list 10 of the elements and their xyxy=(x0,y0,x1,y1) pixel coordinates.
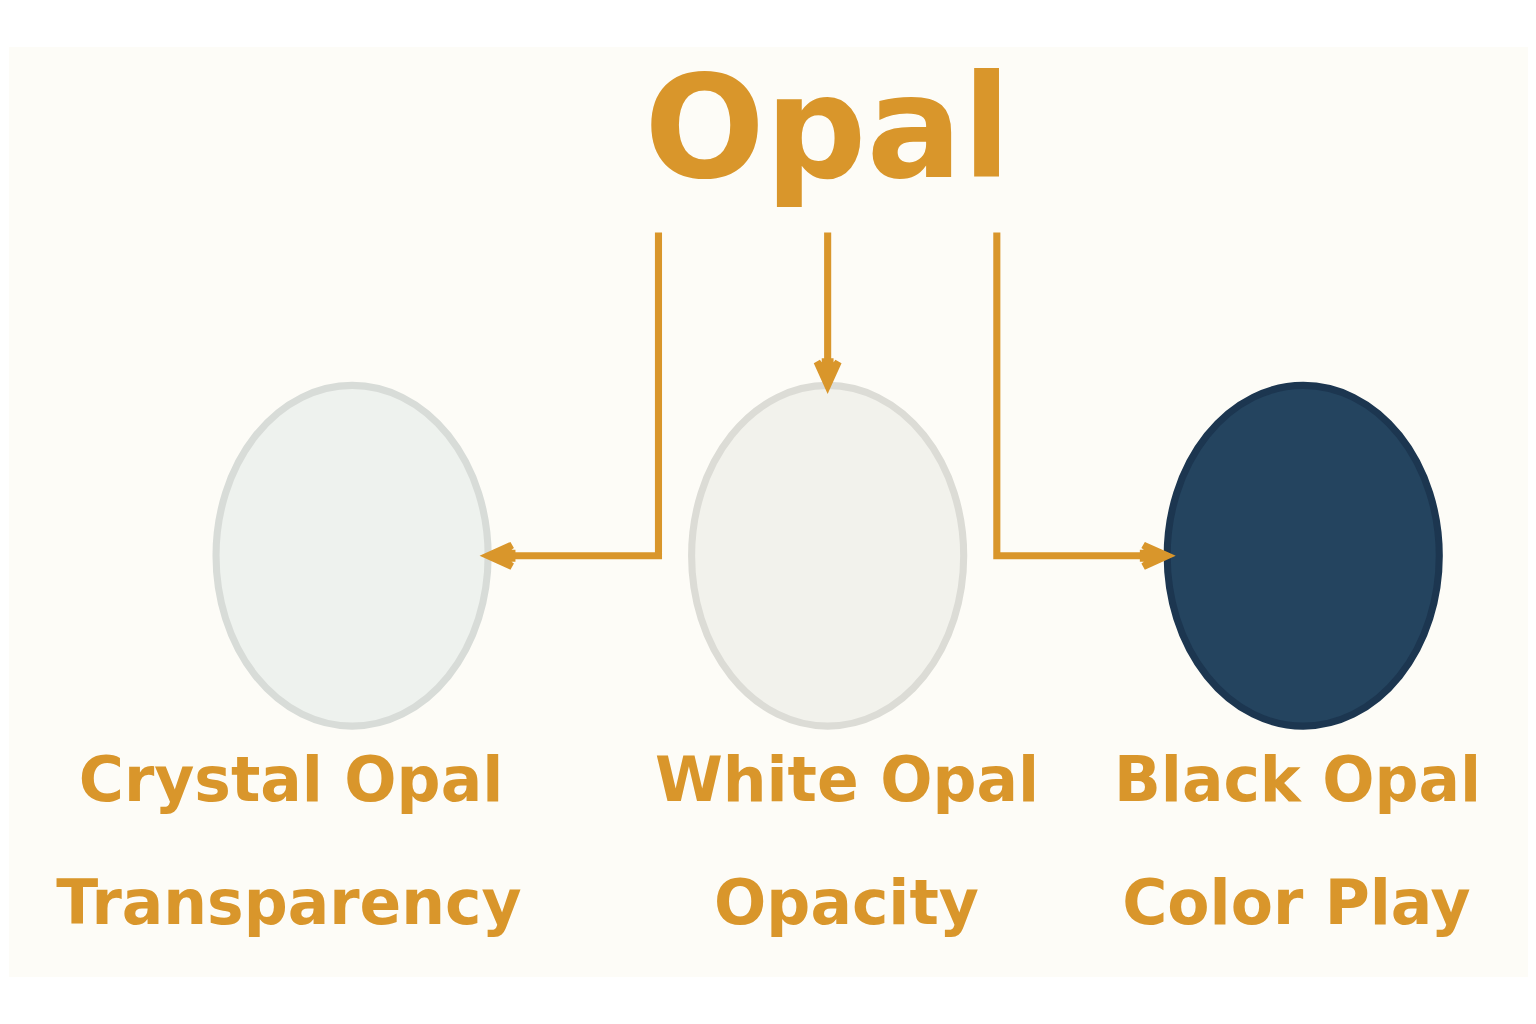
node-label: Transparency xyxy=(55,867,522,940)
node-ellipse xyxy=(1163,381,1443,730)
node-label: Opacity xyxy=(713,867,979,940)
node-ellipse xyxy=(212,381,492,730)
node-label: White Opal xyxy=(654,744,1039,817)
node-label: Color Play xyxy=(1121,867,1471,940)
node-label: Crystal Opal xyxy=(78,744,503,817)
node-text: Opal xyxy=(643,45,1011,211)
node-ellipse xyxy=(687,381,967,730)
node-label: Black Opal xyxy=(1113,744,1481,817)
